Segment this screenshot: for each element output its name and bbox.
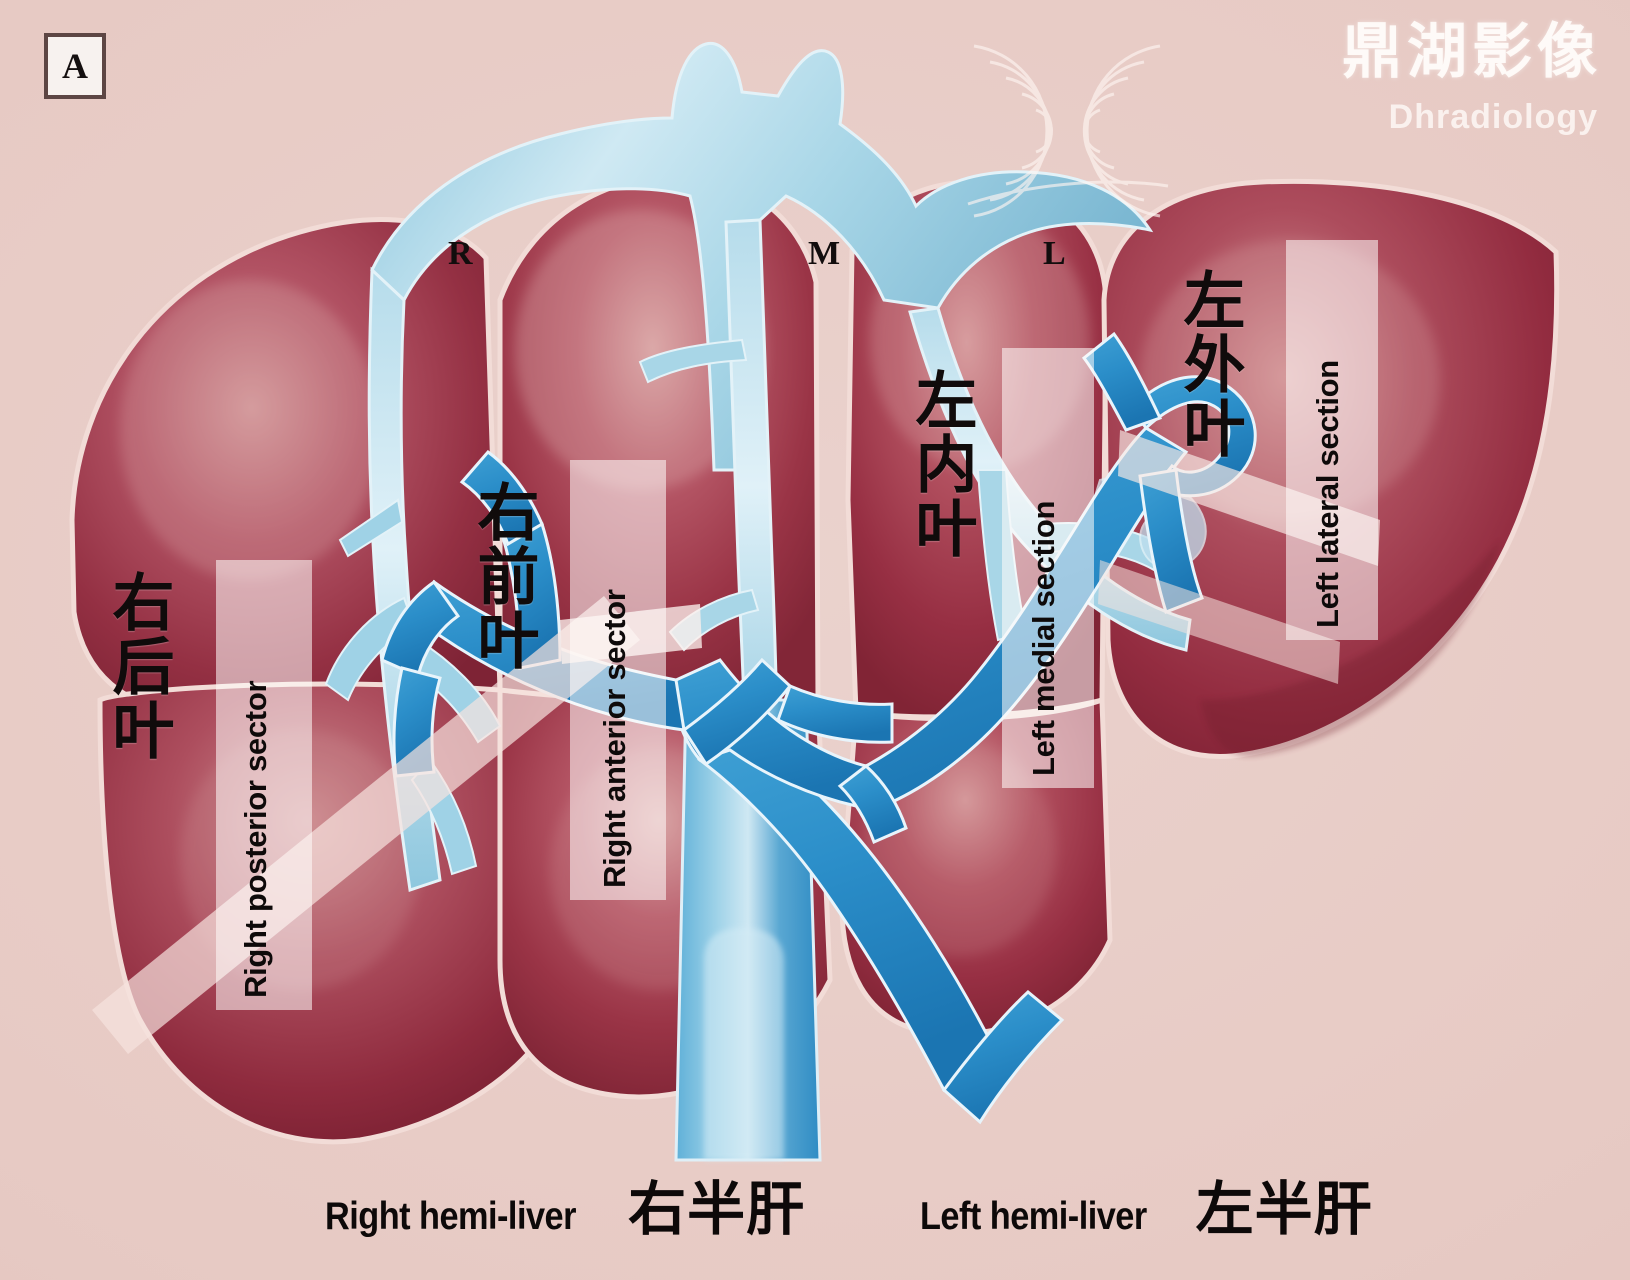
caption-left-hemiliver-english: Left hemi-liver xyxy=(920,1195,1147,1238)
caption-right-hemiliver-chinese: 右半肝 xyxy=(628,1175,806,1243)
panel-label-a: A xyxy=(44,33,106,99)
label-chinese-left-medial: 左内叶 xyxy=(904,368,978,560)
label-chinese-left-lateral: 左外叶 xyxy=(1172,268,1246,460)
vein-marker-r: R xyxy=(448,235,473,272)
label-box-right-anterior xyxy=(570,460,666,900)
label-english-right-anterior: Right anterior sector xyxy=(597,589,632,888)
label-box-left-medial xyxy=(1002,348,1094,788)
label-english-left-medial: Left medial section xyxy=(1026,500,1061,776)
vein-marker-l: L xyxy=(1043,235,1066,272)
label-box-right-posterior xyxy=(216,560,312,1010)
caption-right-hemiliver-english: Right hemi-liver xyxy=(325,1195,576,1238)
caption-right-hemiliver: Right hemi-liver 右半肝 xyxy=(325,1162,805,1246)
label-chinese-right-posterior: 右后叶 xyxy=(101,570,175,762)
label-box-left-lateral xyxy=(1286,240,1378,640)
vein-marker-m: M xyxy=(808,235,841,272)
caption-left-hemiliver: Left hemi-liver 左半肝 xyxy=(920,1162,1373,1246)
label-english-right-posterior: Right posterior sector xyxy=(238,680,273,998)
label-english-left-lateral: Left lateral section xyxy=(1310,360,1345,628)
caption-left-hemiliver-chinese: 左半肝 xyxy=(1195,1175,1373,1243)
label-chinese-right-anterior: 右前叶 xyxy=(466,480,540,672)
